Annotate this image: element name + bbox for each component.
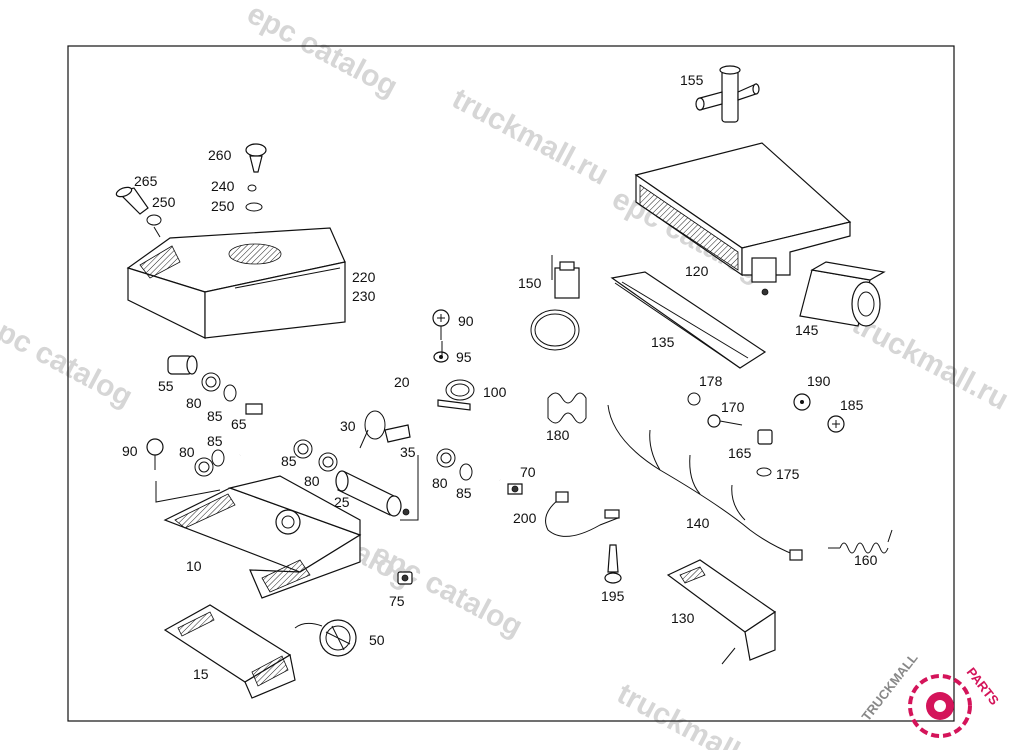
- callout-label: 150: [518, 275, 542, 291]
- callout-label: 80: [186, 395, 202, 411]
- callout-label: 190: [807, 373, 831, 389]
- callout-label: 85: [207, 408, 223, 424]
- part-135-duct: [610, 271, 767, 369]
- callout-label: 230: [352, 288, 376, 304]
- callout-label: 145: [795, 322, 819, 338]
- callout-label: 35: [400, 444, 416, 460]
- watermark: epc catalog: [0, 307, 138, 414]
- part-180-coil: [547, 392, 587, 424]
- callout-label: 90: [122, 443, 138, 459]
- callout-labels: 155 260 265 240 250 250 220 230 150 120 …: [122, 72, 878, 682]
- part-90-screw: [432, 309, 450, 363]
- callout-label: 20: [394, 374, 410, 390]
- part-200-hose: [545, 491, 620, 537]
- part-15-lower-housing: [163, 604, 296, 699]
- part-80-85-washers: [293, 439, 523, 495]
- part-220-housing-cover: [126, 227, 346, 339]
- part-55-connector: [167, 355, 263, 415]
- diagram-frame: [67, 45, 955, 722]
- leader-lines: [155, 341, 443, 521]
- callout-label: 95: [456, 349, 472, 365]
- callout-label: 25: [334, 494, 350, 510]
- callout-label: 100: [483, 384, 507, 400]
- part-20-pipe: [238, 378, 502, 481]
- part-25-filter: [335, 470, 410, 517]
- part-10-heater-housing: [163, 475, 362, 599]
- part-50-fan: [294, 619, 357, 657]
- part-small-fasteners-right: [687, 392, 845, 477]
- callout-label: 85: [281, 453, 297, 469]
- callout-label: 250: [152, 194, 176, 210]
- part-140-harness: [607, 404, 803, 561]
- part-130-lower-duct: [666, 559, 777, 665]
- part-150-relay: [530, 255, 580, 351]
- watermark: epc catalog: [367, 537, 528, 644]
- part-155-valve: [695, 65, 760, 123]
- callout-label: 178: [699, 373, 723, 389]
- watermark: truckmall.ru: [612, 677, 779, 750]
- callout-label: 165: [728, 445, 752, 461]
- callout-label: 265: [134, 173, 158, 189]
- callout-label: 85: [207, 433, 223, 449]
- brand-logo: TRUCKMALL PARTS: [859, 650, 1002, 738]
- part-90-screw-left: [146, 438, 225, 477]
- part-75-sensor: [397, 571, 413, 585]
- part-30-bracket: [359, 410, 411, 449]
- callout-label: 160: [854, 552, 878, 568]
- callout-label: 90: [458, 313, 474, 329]
- callout-label: 195: [601, 588, 625, 604]
- callout-label: 250: [211, 198, 235, 214]
- callout-label: 240: [211, 178, 235, 194]
- callout-label: 50: [369, 632, 385, 648]
- callout-label: 55: [158, 378, 174, 394]
- callout-label: 80: [179, 444, 195, 460]
- callout-label: 170: [721, 399, 745, 415]
- callout-label: 75: [389, 593, 405, 609]
- callout-label: 80: [304, 473, 320, 489]
- callout-label: 85: [456, 485, 472, 501]
- callout-label: 185: [840, 397, 864, 413]
- gear-icon: [908, 674, 972, 738]
- callout-label: 30: [340, 418, 356, 434]
- callout-label: 200: [513, 510, 537, 526]
- callout-label: 65: [231, 416, 247, 432]
- callout-label: 155: [680, 72, 704, 88]
- callout-label: 120: [685, 263, 709, 279]
- callout-label: 175: [776, 466, 800, 482]
- part-260-clip: [245, 143, 267, 212]
- part-265-fitting: [115, 186, 162, 238]
- watermark: epc catalog: [242, 0, 403, 104]
- part-160-spring: [828, 529, 893, 554]
- watermark: truckmall.ru: [447, 82, 614, 192]
- callout-label: 10: [186, 558, 202, 574]
- callout-label: 80: [432, 475, 448, 491]
- callout-label: 140: [686, 515, 710, 531]
- part-145-blower-motor: [799, 261, 886, 327]
- part-120-heater-core: [634, 142, 852, 296]
- callout-label: 130: [671, 610, 695, 626]
- callout-label: 15: [193, 666, 209, 682]
- callout-label: 260: [208, 147, 232, 163]
- part-100-clamp: [437, 379, 475, 411]
- callout-label: 70: [520, 464, 536, 480]
- callout-label: 220: [352, 269, 376, 285]
- callout-label: 135: [651, 334, 675, 350]
- part-195-screw: [604, 544, 622, 584]
- callout-label: 180: [546, 427, 570, 443]
